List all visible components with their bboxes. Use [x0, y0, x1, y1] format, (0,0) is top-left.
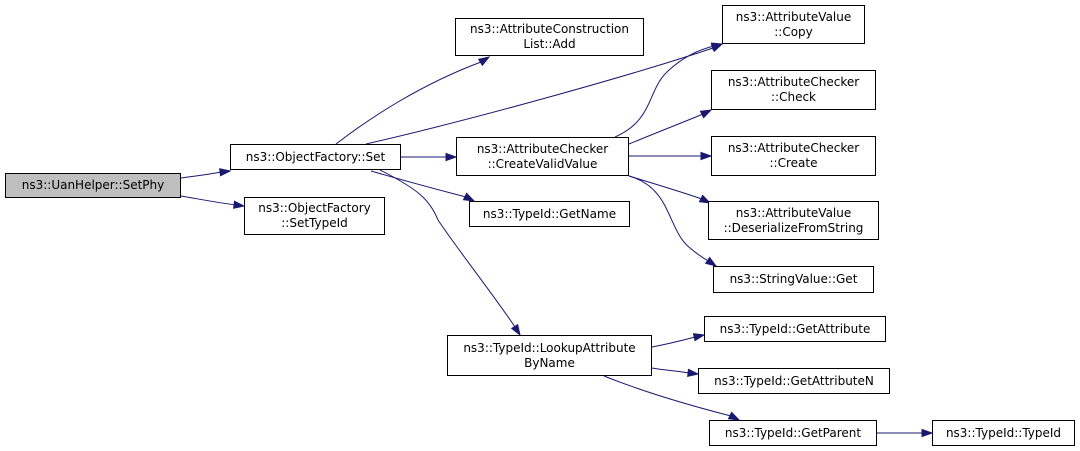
arrowhead-icon — [233, 200, 246, 209]
edge-line — [365, 47, 714, 145]
edge-createvalid-to-check — [628, 109, 713, 145]
edge-lookup-to-getparent — [603, 375, 741, 421]
node-label-line: ns3::TypeId::GetName — [482, 206, 617, 221]
edge-line — [379, 169, 516, 328]
edge-line — [628, 175, 703, 200]
node-label-line: ns3::ObjectFactory — [258, 201, 371, 215]
node-label-line: ::DeserializeFromString — [723, 220, 864, 235]
node-label-line: ns3::AttributeChecker — [727, 141, 860, 155]
edge-line — [180, 195, 237, 206]
arrowhead-icon — [219, 168, 232, 177]
edge-set-to-createvalidvalue — [401, 152, 458, 162]
edge-createvalid-to-copy — [614, 42, 724, 138]
node-label-line: ::CreateValidValue — [487, 156, 598, 171]
edge-lookup-to-getattribute — [651, 333, 706, 348]
node-attributevalue-copy[interactable]: ns3::AttributeValue ::Copy — [722, 5, 865, 44]
edge-createvalid-to-create — [629, 151, 713, 161]
node-stringvalue-get[interactable]: ns3::StringValue::Get — [713, 266, 874, 293]
edge-line — [628, 175, 711, 263]
node-label-line: ::Check — [771, 90, 816, 104]
edge-lookup-to-getattributen — [651, 367, 700, 378]
node-label-line: ns3::StringValue::Get — [729, 272, 858, 286]
edge-set-to-attributeconstructionlist — [335, 56, 491, 145]
edge-set-to-attributevalue-copy — [365, 43, 724, 145]
node-label-line: ns3::TypeId::GetAttributeN — [714, 373, 874, 388]
node-label-line: ns3::AttributeConstruction — [470, 22, 629, 36]
arrowhead-icon — [687, 368, 700, 378]
node-label-line: ns3::TypeId::GetAttribute — [719, 321, 871, 336]
node-label-line: ByName — [524, 355, 575, 370]
node-objectfactory-set[interactable]: ns3::ObjectFactory::Set — [230, 144, 401, 170]
edge-getparent-to-typeid — [877, 428, 934, 438]
arrowhead-icon — [699, 109, 713, 119]
arrowhead-icon — [462, 192, 476, 202]
arrowhead-icon — [700, 151, 713, 161]
edge-line — [603, 375, 732, 417]
arrowhead-icon — [710, 42, 724, 51]
node-typeid-getattributen[interactable]: ns3::TypeId::GetAttributeN — [698, 368, 890, 394]
node-label-line: ::SetTypeId — [281, 216, 348, 230]
edge-setphy-to-settypeid — [180, 195, 246, 209]
node-attributeconstructionlist-add[interactable]: ns3::AttributeConstruction List::Add — [455, 18, 644, 56]
node-label-line: List::Add — [523, 37, 576, 51]
edge-line — [628, 113, 704, 145]
node-label-line: ns3::AttributeChecker — [727, 75, 860, 89]
arrowhead-icon — [445, 152, 458, 162]
node-label-line: ns3::AttributeChecker — [476, 141, 609, 156]
arrowhead-icon — [698, 194, 712, 204]
node-attributechecker-createvalidvalue[interactable]: ns3::AttributeChecker ::CreateValidValue — [456, 137, 629, 176]
edge-line — [651, 336, 696, 348]
edge-line — [614, 45, 715, 138]
node-typeid-getname[interactable]: ns3::TypeId::GetName — [469, 201, 630, 227]
node-label-line: ns3::AttributeValue — [735, 205, 852, 220]
edge-createvalid-to-deserialize — [628, 175, 712, 204]
node-objectfactory-settypeid[interactable]: ns3::ObjectFactory ::SetTypeId — [244, 197, 385, 235]
node-label-line: ns3::UanHelper::SetPhy — [21, 178, 165, 192]
edge-set-to-lookupattributebyname — [379, 169, 521, 337]
node-attributechecker-check[interactable]: ns3::AttributeChecker ::Check — [711, 70, 876, 110]
node-label-line: ::Create — [769, 156, 818, 170]
edge-line — [335, 61, 482, 145]
node-attributevalue-deserializefromstring[interactable]: ns3::AttributeValue ::DeserializeFromStr… — [708, 201, 879, 240]
edge-createvalid-to-stringvalue-get — [628, 175, 718, 267]
arrowhead-icon — [477, 56, 491, 67]
arrowhead-icon — [510, 323, 521, 337]
node-label-line: ns3::ObjectFactory::Set — [245, 149, 386, 164]
edge-line — [180, 171, 223, 179]
edge-set-to-getname — [370, 170, 476, 202]
node-typeid-typeid[interactable]: ns3::TypeId::TypeId — [932, 420, 1075, 446]
edge-setphy-to-objectfactory-set — [180, 168, 232, 179]
arrowhead-icon — [921, 428, 934, 438]
node-label-line: ns3::AttributeValue — [735, 9, 852, 24]
node-label-line: ns3::TypeId::GetParent — [724, 425, 862, 440]
node-typeid-getattribute[interactable]: ns3::TypeId::GetAttribute — [704, 316, 886, 342]
node-label-line: ns3::TypeId::TypeId — [945, 425, 1062, 440]
node-label-line: ns3::TypeId::LookupAttribute — [463, 340, 636, 355]
node-attributechecker-create[interactable]: ns3::AttributeChecker ::Create — [711, 136, 876, 176]
node-uanhelper-setphy: ns3::UanHelper::SetPhy — [5, 173, 181, 198]
arrowhead-icon — [692, 333, 706, 342]
node-typeid-lookupattributebyname[interactable]: ns3::TypeId::LookupAttribute ByName — [447, 335, 652, 376]
arrowhead-icon — [704, 256, 718, 267]
node-typeid-getparent[interactable]: ns3::TypeId::GetParent — [709, 420, 877, 446]
edge-line — [651, 367, 690, 374]
node-label-line: ::Copy — [774, 24, 813, 39]
edge-line — [370, 170, 467, 198]
arrowhead-icon — [727, 411, 741, 421]
